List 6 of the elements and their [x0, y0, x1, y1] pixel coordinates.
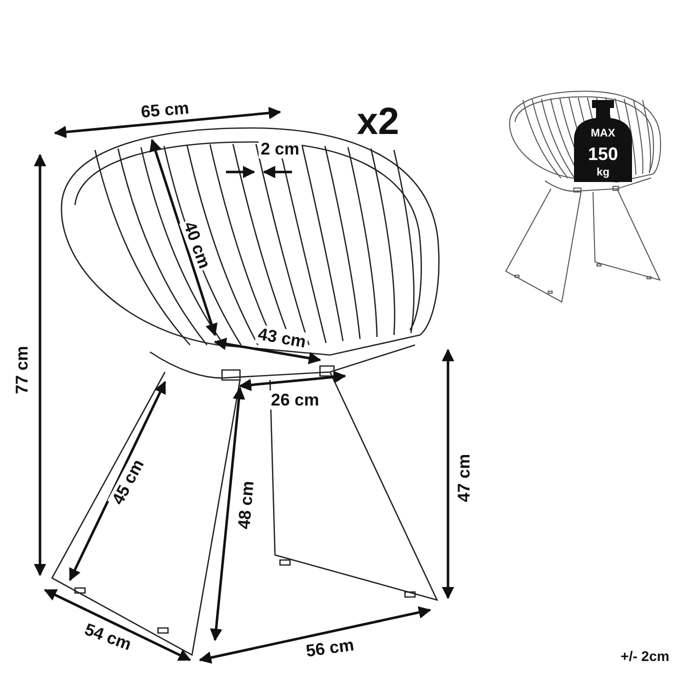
tolerance-note: +/- 2cm [618, 648, 672, 664]
dimension-label: 2 cm [258, 140, 302, 158]
dimension-label: 26 cm [268, 390, 322, 410]
weight-label: kg [596, 168, 610, 178]
weight-label: 150 [588, 145, 618, 163]
weight-label: MAX [590, 128, 616, 140]
